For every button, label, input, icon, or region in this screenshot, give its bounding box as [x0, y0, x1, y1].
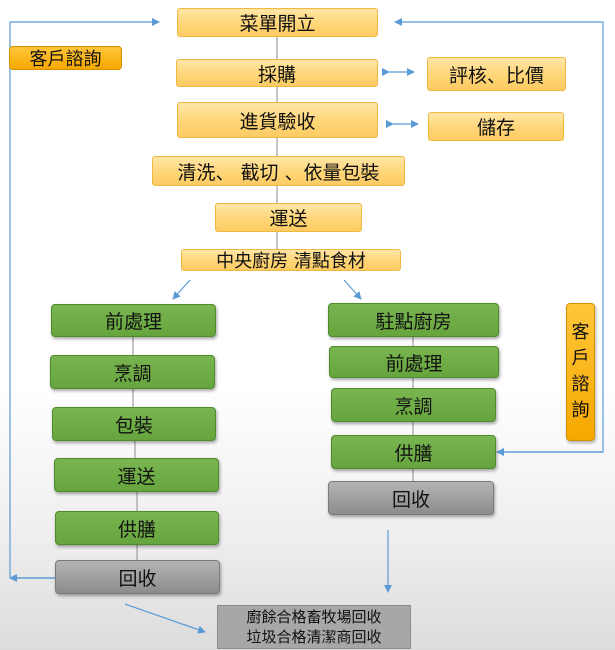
receive-box: 進貨驗收 [177, 102, 378, 138]
consult-char: 戶 [571, 348, 590, 369]
disposal-line-food-waste: 廚餘合格畜牧場回收 [246, 608, 382, 626]
transport-box: 運送 [215, 203, 362, 232]
disposal-line-garbage: 垃圾合格清潔商回收 [246, 628, 382, 646]
storage-box: 儲存 [428, 112, 564, 141]
central-kitchen-box: 中央廚房 清點食材 [181, 249, 401, 272]
wash-cut-pack-box: 清洗、 截切 、依量包裝 [152, 156, 405, 186]
purchase-box: 採購 [176, 59, 378, 87]
left-pre-process-box: 前處理 [51, 304, 216, 337]
onsite-kitchen-box: 駐點廚房 [328, 303, 499, 337]
right-cook-box: 烹調 [331, 388, 496, 422]
right-serve-box: 供膳 [331, 435, 496, 469]
left-pack-box: 包裝 [52, 407, 216, 441]
consult-char: 諮 [571, 374, 590, 395]
consult-char: 客 [571, 322, 590, 343]
evaluate-compare-box: 評核、比價 [427, 57, 566, 91]
blue-arrows [9, 18, 604, 634]
right-pre-process-box: 前處理 [329, 346, 499, 378]
disposal-box: 廚餘合格畜牧場回收 垃圾合格清潔商回收 [217, 605, 411, 649]
left-recycle-box: 回收 [55, 560, 220, 594]
left-serve-box: 供膳 [55, 511, 219, 545]
right-recycle-box: 回收 [328, 481, 494, 515]
left-branch-lines [132, 337, 138, 560]
consult-char: 詢 [571, 400, 590, 421]
customer-consult-left-box: 客戶諮詢 [9, 46, 122, 70]
customer-consult-right-box: 客 戶 諮 詢 [566, 303, 595, 441]
menu-box: 菜單開立 [177, 8, 378, 37]
left-cook-box: 烹調 [50, 355, 215, 389]
left-transport-box: 運送 [54, 458, 219, 492]
